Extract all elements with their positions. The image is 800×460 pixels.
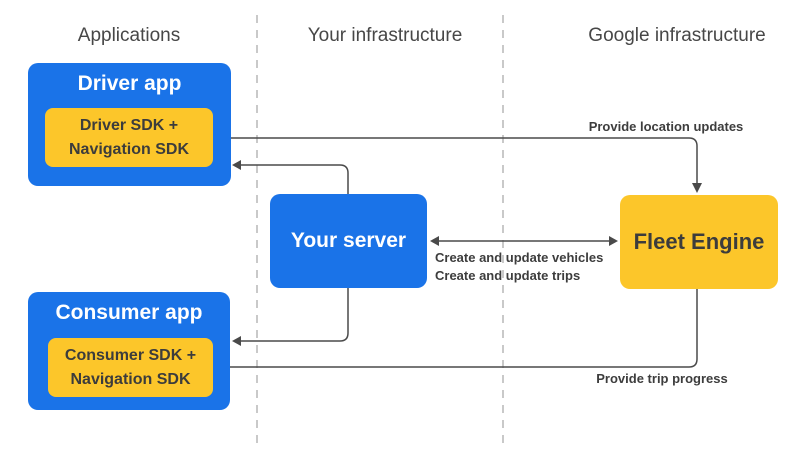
column-divider-right	[502, 15, 504, 445]
consumer-sdk-label-line2: Navigation SDK	[70, 370, 191, 388]
edge-label-provide-location-updates: Provide location updates	[588, 119, 744, 134]
arrow-create-and-update	[430, 236, 618, 246]
edge-label-create-update-vehicles: Create and update vehicles	[435, 250, 604, 265]
arrow-server-to-driver-app	[232, 160, 349, 194]
driver-app-node: Driver app Driver SDK + Navigation SDK	[28, 63, 231, 186]
edge-label-provide-trip-progress: Provide trip progress	[596, 371, 728, 386]
column-header-your-infrastructure: Your infrastructure	[307, 25, 463, 46]
column-header-applications: Applications	[77, 25, 181, 46]
consumer-sdk-node: Consumer SDK + Navigation SDK	[48, 338, 213, 397]
your-server-node: Your server	[270, 194, 427, 288]
consumer-sdk-label-line1: Consumer SDK +	[64, 347, 197, 365]
arrow-provide-trip-progress	[215, 289, 698, 372]
column-header-google-infrastructure: Google infrastructure	[588, 25, 766, 46]
arrow-server-to-consumer-app	[232, 288, 349, 346]
consumer-app-title: Consumer app	[55, 301, 203, 324]
driver-sdk-node: Driver SDK + Navigation SDK	[45, 108, 213, 167]
your-server-title: Your server	[290, 229, 407, 252]
fleet-engine-title: Fleet Engine	[633, 229, 765, 254]
driver-sdk-label-line1: Driver SDK +	[79, 117, 179, 135]
driver-app-title: Driver app	[77, 72, 182, 95]
driver-sdk-label-line2: Navigation SDK	[68, 140, 189, 158]
edge-label-create-update-trips: Create and update trips	[435, 268, 581, 283]
column-divider-left	[256, 15, 258, 445]
arrow-provide-location-updates	[213, 137, 702, 193]
consumer-app-node: Consumer app Consumer SDK + Navigation S…	[28, 292, 230, 410]
fleet-engine-node: Fleet Engine	[620, 195, 778, 289]
